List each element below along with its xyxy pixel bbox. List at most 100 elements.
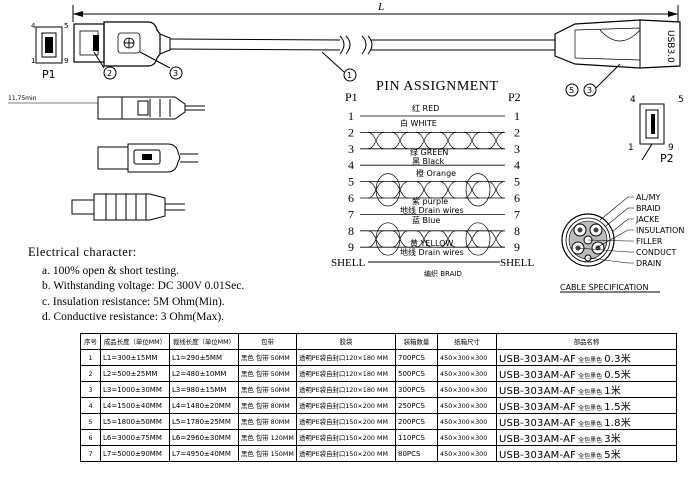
wire-label: 紫 purple (412, 197, 448, 206)
row-length: L7=5000±90MM (100, 445, 170, 462)
electrical-item: a. 100% open & short testing. (42, 264, 180, 277)
row-part-colour: 全包黑色 (578, 453, 603, 460)
row-bag: 透明PE袋自封口150×200 MM (296, 413, 396, 430)
row-box: 450×300×300 (437, 381, 497, 398)
pin-number-right: 2 (514, 125, 520, 139)
row-no: 5 (80, 413, 101, 430)
wire-label-en: Black (423, 157, 445, 166)
dim-1175: 11.75min (8, 95, 37, 102)
pin-number-left: 3 (348, 142, 354, 156)
row-part-number: USB-303AM-AF (499, 450, 577, 461)
header-length: 成品长度（单位MM） (100, 333, 170, 350)
connector-a-pin-face: 4 1 5 9 P1 (31, 22, 68, 81)
pin-number-left: 2 (348, 125, 354, 139)
pin-number-right: 7 (514, 207, 520, 221)
twist-mark (415, 181, 433, 199)
spec-label: AL/MY (636, 193, 661, 202)
svg-text:1: 1 (347, 71, 352, 80)
header-box: 纸箱尺寸 (437, 333, 497, 350)
row-length: L3=1000±30MM (100, 381, 170, 398)
row-no: 2 (80, 365, 101, 382)
twist-mark (463, 181, 481, 199)
twist-mark (439, 181, 457, 199)
spec-leader (587, 239, 634, 242)
shield-ellipse (375, 173, 401, 207)
svg-text:9: 9 (668, 143, 674, 153)
row-bag: 透明PE袋自封口150×200 MM (296, 429, 396, 446)
header-bag: 胶袋 (296, 333, 396, 350)
pin-assignment-title: PIN ASSIGNMENT (376, 79, 499, 94)
row-bag: 透明PE袋自封口120×180 MM (296, 365, 396, 382)
row-bag: 透明PE袋自封口150×200 MM (296, 445, 396, 462)
pin-number-left: 4 (348, 158, 354, 172)
row-part-number: USB-303AM-AF (499, 434, 577, 445)
p1-header: P1 (345, 90, 358, 104)
row-cut-length: L5=1780±25MM (169, 413, 239, 430)
row-no: 1 (80, 349, 101, 366)
wire-label-en: Drain wires (419, 248, 464, 257)
twist-mark (439, 230, 457, 248)
length-dimension: L (72, 1, 679, 22)
row-length: L6=3000±75MM (100, 429, 170, 446)
twist-mark (415, 132, 433, 150)
header-no: 序号 (80, 333, 101, 350)
twist-mark (439, 132, 457, 150)
row-part-size: 1.5米 (604, 402, 631, 413)
row-part: USB-303AM-AF 全包黑色 0.3米 (496, 349, 677, 366)
row-tape: 黑色 包带 80MM (238, 413, 297, 430)
row-part-size: 3米 (604, 434, 621, 445)
row-length: L1=300±15MM (100, 349, 170, 366)
electrical-item: c. Insulation resistance: 5M Ohm(Min). (42, 295, 225, 308)
cable-spec: AL/MYBRAIDJACKEINSULATIONFILLERCONDUCTDR… (560, 193, 684, 293)
electrical-title: Electrical character: (28, 245, 137, 259)
svg-text:1: 1 (628, 143, 634, 153)
callouts-left: 2 3 (93, 51, 183, 80)
row-part-size: 0.3米 (604, 354, 631, 365)
row-qty: 250PCS (395, 397, 438, 414)
row-qty: 110PCS (395, 429, 438, 446)
pin-number-left: 8 (348, 224, 354, 238)
table-header-row: 序号 成品长度（单位MM） 裁线长度（单位MM） 包带 胶袋 装箱数量 纸箱尺寸… (80, 333, 677, 350)
header-cut-length: 裁线长度（单位MM） (169, 333, 239, 350)
twist-mark (487, 230, 505, 248)
wire-label: 橙 Orange (416, 168, 456, 178)
row-box: 450×300×300 (437, 397, 497, 414)
wire-label-en: YELLOW (420, 239, 454, 248)
row-length: L2=500±25MM (100, 365, 170, 382)
bottom-view-plug (71, 193, 185, 221)
twist-mark (463, 132, 481, 150)
row-box: 450×300×300 (437, 445, 497, 462)
row-part: USB-303AM-AF 全包黑色 5米 (496, 445, 677, 462)
electrical-item: d. Conductive resistance: 3 Ohm(Max). (42, 311, 225, 323)
pin-number-left: 1 (348, 109, 354, 123)
spec-label: CONDUCT (636, 248, 676, 257)
row-no: 4 (80, 397, 101, 414)
connector-a-usb-a (73, 21, 341, 67)
wire-label-cn: 黑 (412, 157, 420, 166)
row-cut-length: L3=980±15MM (169, 381, 239, 398)
row-qty: 80PCS (395, 445, 438, 462)
wire-label: 地线 Drain wires (400, 247, 464, 257)
svg-text:2: 2 (107, 69, 112, 78)
row-part-size: 1.8米 (604, 418, 631, 429)
row-part: USB-303AM-AF 全包黑色 1.5米 (496, 397, 677, 414)
svg-text:9: 9 (64, 57, 68, 65)
twist-mark (415, 230, 433, 248)
spec-label: BRAID (636, 204, 661, 213)
wire-label: 绿 GREEN (410, 148, 448, 157)
header-qty: 装箱数量 (395, 333, 438, 350)
row-length: L5=1800±50MM (100, 413, 170, 430)
wire-label: 黑 Black (412, 157, 445, 166)
shell-right: SHELL (500, 257, 535, 269)
header-part: 部品名称 (496, 333, 677, 350)
row-tape: 黑色 包带 80MM (238, 397, 297, 414)
row-part-number: USB-303AM-AF (499, 354, 577, 365)
wire-label-cn: 红 (412, 103, 420, 113)
row-bag: 透明PE袋自封口150×200 MM (296, 397, 396, 414)
p1-label: P1 (42, 68, 56, 81)
wire-label: 蓝 Blue (412, 215, 440, 225)
